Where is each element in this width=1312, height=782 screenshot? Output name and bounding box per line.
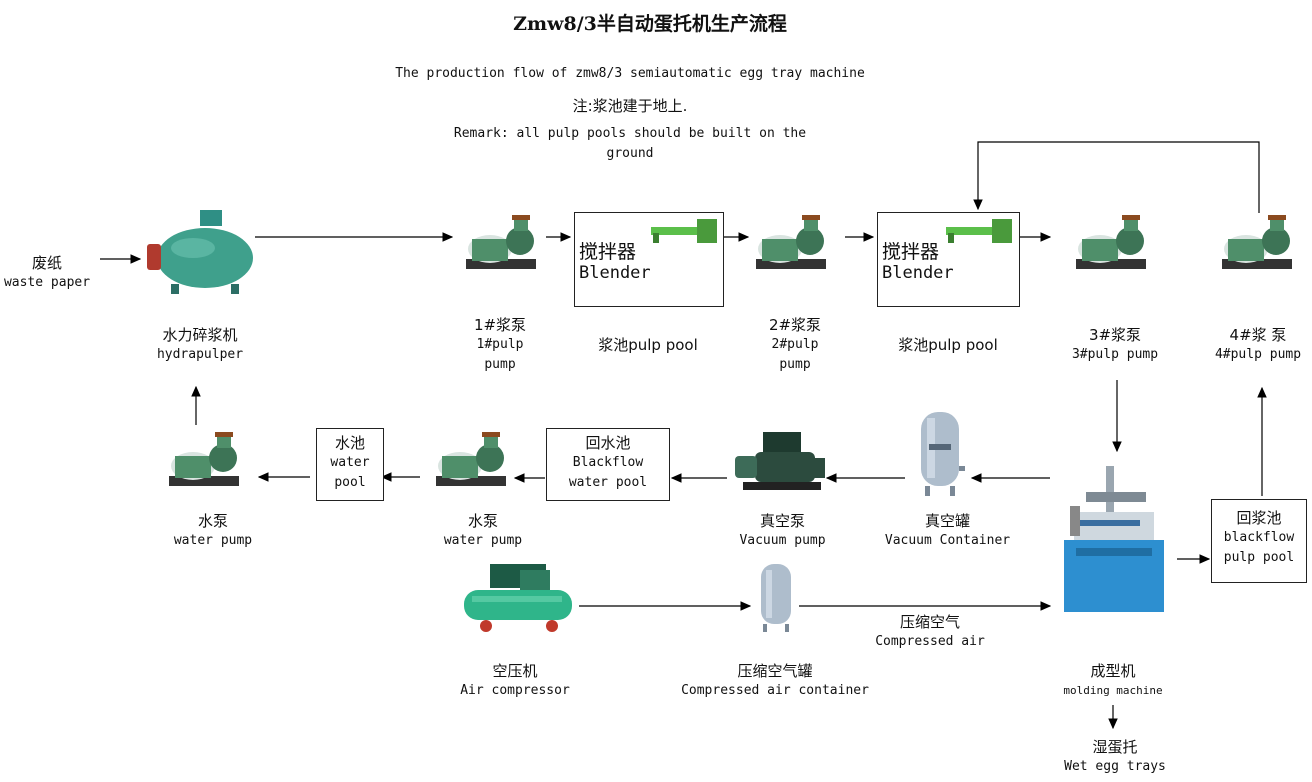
page-title: Zmw8/3半自动蛋托机生产流程 — [513, 13, 787, 35]
pool1-label: 浆池pulp pool — [598, 336, 698, 354]
water-pump-mid-en: water pump — [443, 533, 523, 548]
compressed-air-zh: 压缩空气 — [899, 613, 960, 631]
vacuum-pump-zh: 真空泵 — [759, 512, 805, 530]
vacuum-container-icon — [921, 412, 965, 496]
hydrapulper-zh: 水力碎浆机 — [162, 326, 238, 344]
compressed-air-container-zh: 压缩空气罐 — [737, 662, 813, 680]
blackflow-water-pool-en2: water pool — [568, 475, 648, 490]
blender-1-en: Blender — [579, 263, 651, 283]
pulp-pump-3-icon — [1076, 215, 1146, 269]
water-pump-left-zh: 水泵 — [197, 512, 228, 530]
pump2-zh: 2#浆泵 — [768, 316, 822, 334]
molding-machine-icon — [1064, 466, 1164, 612]
blender-1-icon — [651, 219, 717, 243]
pump4-zh: 4#浆 泵 — [1229, 326, 1287, 344]
line-pump4-return — [973, 141, 1260, 213]
blender-2-zh: 搅拌器 — [882, 241, 940, 263]
molding-machine-en: molding machine — [1063, 684, 1163, 697]
hydrapulper-icon — [147, 210, 253, 294]
pump3-zh: 3#浆泵 — [1088, 326, 1142, 344]
pump2-en2: pump — [779, 357, 811, 372]
blender-1-zh: 搅拌器 — [579, 241, 637, 263]
page-subtitle: The production flow of zmw8/3 semiautoma… — [395, 66, 865, 81]
compressed-air-container-icon — [761, 564, 791, 632]
water-pool-box: 水池 water pool — [316, 428, 384, 501]
blackflow-pulp-pool-en2: pulp pool — [1223, 550, 1295, 565]
compressed-air-container-en: Compressed air container — [681, 683, 869, 698]
waste-paper-en: waste paper — [3, 275, 91, 290]
pump1-en1: 1#pulp — [476, 337, 524, 352]
pulp-pump-4-icon — [1222, 215, 1292, 269]
note-en-line1: Remark: all pulp pools should be built o… — [453, 126, 807, 141]
wet-egg-trays-zh: 湿蛋托 — [1092, 738, 1138, 756]
note-zh: 注:浆池建于地上. — [572, 97, 688, 115]
pulp-pump-1-icon — [466, 215, 536, 269]
air-compressor-zh: 空压机 — [492, 662, 538, 680]
water-pool-en2: pool — [334, 475, 366, 490]
compressed-air-en: Compressed air — [875, 634, 985, 649]
water-pool-zh: 水池 — [334, 434, 365, 452]
pool2-label: 浆池pulp pool — [898, 336, 998, 354]
vacuum-pump-en: Vacuum pump — [739, 533, 826, 548]
blackflow-pulp-pool-en1: blackflow — [1223, 530, 1295, 545]
water-pool-en1: water — [330, 455, 370, 470]
pulp-pool-2-box: 搅拌器 Blender — [877, 212, 1020, 307]
pump3-en: 3#pulp pump — [1071, 347, 1159, 362]
vacuum-container-zh: 真空罐 — [924, 512, 970, 530]
pump1-en2: pump — [484, 357, 516, 372]
air-compressor-en: Air compressor — [460, 683, 570, 698]
pump1-zh: 1#浆泵 — [473, 316, 527, 334]
water-pump-left-en: water pump — [173, 533, 253, 548]
blackflow-pulp-pool-zh: 回浆池 — [1236, 509, 1282, 527]
blackflow-water-pool-zh: 回水池 — [585, 434, 631, 452]
water-pump-mid-zh: 水泵 — [467, 512, 498, 530]
blender-2-icon — [946, 219, 1012, 243]
pulp-pool-1-box: 搅拌器 Blender — [574, 212, 724, 307]
blackflow-pulp-pool-box: 回浆池 blackflow pulp pool — [1211, 499, 1307, 583]
water-pump-left-icon — [169, 432, 239, 486]
molding-machine-zh: 成型机 — [1090, 662, 1136, 680]
waste-paper-zh: 废纸 — [31, 254, 62, 272]
hydrapulper-en: hydrapulper — [156, 347, 244, 362]
pump4-en: 4#pulp pump — [1214, 347, 1302, 362]
air-compressor-icon — [464, 564, 572, 632]
pump2-en1: 2#pulp — [771, 337, 819, 352]
note-en-line2: ground — [606, 146, 654, 161]
vacuum-container-en: Vacuum Container — [884, 533, 1011, 548]
blender-2-en: Blender — [882, 263, 954, 283]
blackflow-water-pool-en1: Blackflow — [572, 455, 644, 470]
vacuum-pump-icon — [735, 432, 825, 490]
wet-egg-trays-en: Wet egg trays — [1064, 759, 1166, 774]
pulp-pump-2-icon — [756, 215, 826, 269]
water-pump-mid-icon — [436, 432, 506, 486]
blackflow-water-pool-box: 回水池 Blackflow water pool — [546, 428, 670, 501]
